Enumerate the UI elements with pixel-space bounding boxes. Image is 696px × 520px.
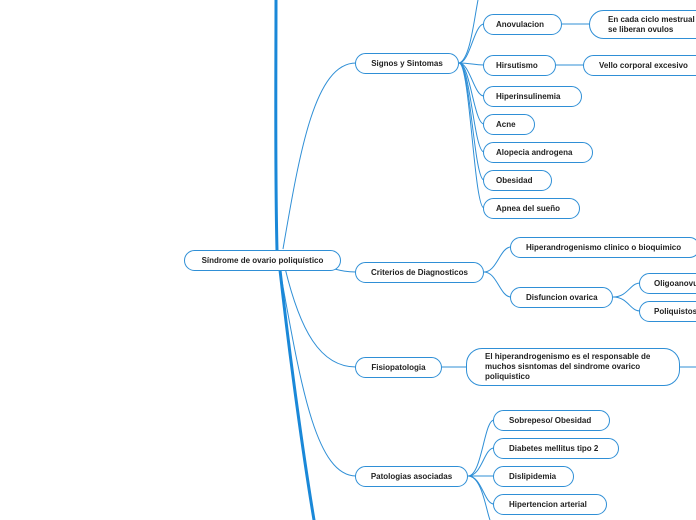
link-pat-more bbox=[467, 475, 491, 520]
hipertencion-label: Hipertencion arterial bbox=[509, 499, 587, 509]
disfuncion-label: Disfuncion ovarica bbox=[526, 292, 598, 302]
link-signos-alopecia bbox=[458, 62, 485, 153]
branch-criterios[interactable]: Criterios de Diagnosticos bbox=[355, 262, 484, 283]
link-disfuncion-poliq bbox=[612, 296, 641, 312]
link-signos-anovulacion bbox=[458, 23, 485, 64]
anovulacion-label: Anovulacion bbox=[496, 19, 545, 29]
diabetes-label: Diabetes mellitus tipo 2 bbox=[509, 443, 599, 453]
branch-patologias[interactable]: Patologias asociadas bbox=[355, 466, 468, 487]
node-dislipidemia[interactable]: Dislipidemia bbox=[493, 466, 574, 487]
node-anovulacion[interactable]: Anovulacion bbox=[483, 14, 562, 35]
link-disfuncion-oligo bbox=[612, 282, 641, 298]
acne-label: Acne bbox=[496, 119, 516, 129]
node-apnea[interactable]: Apnea del sueño bbox=[483, 198, 580, 219]
node-poliquistosis[interactable]: Poliquistosis ovarica bbox=[639, 301, 696, 322]
sobrepeso-label: Sobrepeso/ Obesidad bbox=[509, 415, 592, 425]
oligoanovulacion-label: Oligoanovulacion bbox=[654, 278, 696, 288]
node-hiperandrogenismo[interactable]: Hiperandrogenismo clinico o bioquimico bbox=[510, 237, 696, 258]
obesidad-label: Obesidad bbox=[496, 175, 533, 185]
node-hipertencion[interactable]: Hipertencion arterial bbox=[493, 494, 607, 515]
link-signos-apnea bbox=[458, 62, 485, 209]
hiperandrogenismo-label: Hiperandrogenismo clinico o bioquimico bbox=[526, 242, 682, 252]
branch-fisiopatologia[interactable]: Fisiopatologia bbox=[355, 357, 442, 378]
branch-criterios-label: Criterios de Diagnosticos bbox=[371, 267, 468, 277]
node-diabetes[interactable]: Diabetes mellitus tipo 2 bbox=[493, 438, 619, 459]
hirsutismo-label: Hirsutismo bbox=[496, 60, 538, 70]
root-label: Síndrome de ovario poliquístico bbox=[201, 255, 324, 265]
branch-signos-label: Signos y Sintomas bbox=[371, 58, 443, 68]
node-oligoanovulacion[interactable]: Oligoanovulacion bbox=[639, 273, 696, 294]
poliquistosis-label: Poliquistosis ovarica bbox=[654, 306, 696, 316]
node-acne[interactable]: Acne bbox=[483, 114, 535, 135]
link-signos-up bbox=[458, 0, 479, 64]
anovulacion-detail-label: En cada ciclo mestrual no se liberan ovu… bbox=[608, 14, 696, 34]
alopecia-label: Alopecia androgena bbox=[496, 147, 573, 157]
fisio-detail-label: El hiperandrogenismo es el responsable d… bbox=[485, 352, 651, 381]
node-hirsutismo[interactable]: Hirsutismo bbox=[483, 55, 556, 76]
node-anovulacion-detail[interactable]: En cada ciclo mestrual no se liberan ovu… bbox=[589, 10, 696, 39]
node-alopecia[interactable]: Alopecia androgena bbox=[483, 142, 593, 163]
node-disfuncion[interactable]: Disfuncion ovarica bbox=[510, 287, 613, 308]
hiperinsulinemia-label: Hiperinsulinemia bbox=[496, 91, 561, 101]
apnea-label: Apnea del sueño bbox=[496, 203, 561, 213]
link-root-patologias bbox=[279, 269, 357, 477]
trunk-upper bbox=[274, 0, 279, 252]
node-fisio-detail[interactable]: El hiperandrogenismo es el responsable d… bbox=[466, 348, 680, 386]
node-hiperinsulinemia[interactable]: Hiperinsulinemia bbox=[483, 86, 582, 107]
branch-fisiopatologia-label: Fisiopatologia bbox=[371, 362, 426, 372]
link-criterios-hiper bbox=[483, 246, 512, 273]
node-hirsutismo-detail[interactable]: Vello corporal excesivo bbox=[583, 55, 696, 76]
node-sobrepeso[interactable]: Sobrepeso/ Obesidad bbox=[493, 410, 610, 431]
link-criterios-disfuncion bbox=[483, 271, 512, 298]
root-node[interactable]: Síndrome de ovario poliquístico bbox=[184, 250, 341, 271]
branch-patologias-label: Patologias asociadas bbox=[370, 471, 453, 481]
link-signos-hirsutismo bbox=[458, 62, 485, 66]
link-root-fisiopatologia bbox=[284, 267, 357, 368]
dislipidemia-label: Dislipidemia bbox=[509, 471, 557, 481]
link-root-signos bbox=[282, 62, 357, 250]
link-pat-diabetes bbox=[467, 447, 495, 477]
trunk-lower bbox=[278, 268, 316, 520]
node-obesidad[interactable]: Obesidad bbox=[483, 170, 552, 191]
link-pat-sobrepeso bbox=[467, 419, 495, 477]
hirsutismo-detail-label: Vello corporal excesivo bbox=[599, 60, 688, 70]
branch-signos[interactable]: Signos y Sintomas bbox=[355, 53, 459, 74]
